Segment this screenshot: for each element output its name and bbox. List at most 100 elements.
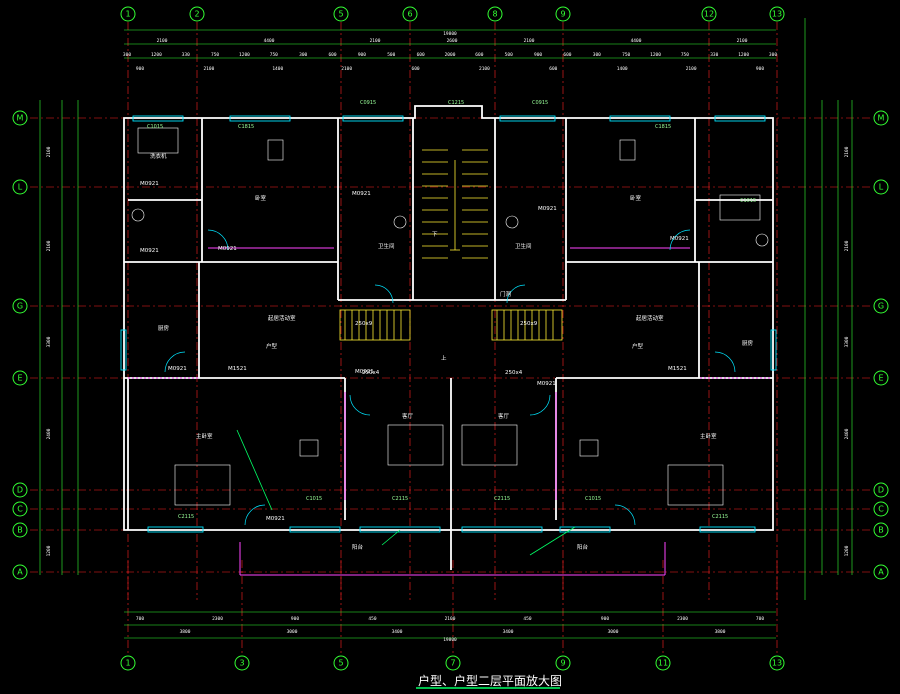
dim-top-row2: 1200 xyxy=(738,52,749,58)
room-label-kitchen-right: 厨房 xyxy=(742,339,754,347)
stair-tag: 250x4 xyxy=(362,370,380,376)
stair-tag: 250x9 xyxy=(355,321,373,327)
dim-bottom-row2: 3000 xyxy=(608,629,619,635)
room-label-bed-right-top: 卧室 xyxy=(630,194,642,202)
dim-top-row2: 1200 xyxy=(151,52,162,58)
axis-bubble-top: 8 xyxy=(487,6,503,22)
room-labels: 卧室卧室起居活动室起居活动室卫生间卫生间户型户型主卧室主卧室厨房厨房客厅客厅阳台… xyxy=(150,152,754,551)
dim-top-row3: 2100 xyxy=(203,66,214,72)
svg-text:C: C xyxy=(878,505,884,514)
door-tag: M0921 xyxy=(355,369,374,375)
axis-bubble-bottom: 9 xyxy=(555,655,571,671)
axis-bubble-right: L xyxy=(873,179,889,195)
svg-text:B: B xyxy=(17,526,23,535)
dim-bottom-row1: 450 xyxy=(523,616,531,622)
dim-top-row2: 500 xyxy=(505,52,513,58)
dim-top-row2: 500 xyxy=(387,52,395,58)
svg-text:2: 2 xyxy=(194,10,199,19)
dim-top-row1: 2100 xyxy=(370,38,381,44)
svg-text:5: 5 xyxy=(338,10,343,19)
misc-tag: 上 xyxy=(441,354,447,362)
dimension-lines xyxy=(39,18,853,639)
stair-tag: 250x4 xyxy=(505,370,523,376)
svg-text:A: A xyxy=(878,568,884,577)
window-tag-bottom: C2115 xyxy=(178,514,194,520)
dim-top-row3: 1400 xyxy=(617,66,628,72)
svg-text:D: D xyxy=(17,486,23,495)
axis-bubble-top: 6 xyxy=(402,6,418,22)
axis-bubble-top: 5 xyxy=(333,6,349,22)
door-tag: M0921 xyxy=(352,191,371,197)
svg-text:B: B xyxy=(878,526,884,535)
dim-top-row1: 2100 xyxy=(737,38,748,44)
door-tag: M1521 xyxy=(228,366,247,372)
svg-text:9: 9 xyxy=(560,659,565,668)
dim-top-row2: 600 xyxy=(417,52,425,58)
windows xyxy=(120,115,777,533)
dim-top-row2: 300 xyxy=(123,52,131,58)
svg-text:C: C xyxy=(17,505,23,514)
furniture xyxy=(131,127,769,506)
room-label-balcony-left: 阳台 xyxy=(352,543,364,551)
dim-top-row2: 600 xyxy=(475,52,483,58)
window-tag-top: C0915 xyxy=(360,100,376,106)
door-tag: M0921 xyxy=(538,206,557,212)
window-tag-top: C1215 xyxy=(448,100,464,106)
dim-top-row3: 600 xyxy=(549,66,557,72)
dim-bottom-row1: 2100 xyxy=(445,616,456,622)
dim-top-row3: 600 xyxy=(411,66,419,72)
window-tag-bottom: C1015 xyxy=(585,496,601,502)
dim-top-row3: 2100 xyxy=(686,66,697,72)
axis-bubble-top: 13 xyxy=(769,6,785,22)
dim-right: 2100 xyxy=(844,146,850,157)
misc-tag: 下 xyxy=(432,231,438,238)
axis-bubble-right: M xyxy=(873,110,889,126)
room-label-living-left: 起居活动室 xyxy=(268,314,296,322)
dim-top-row2: 330 xyxy=(182,52,190,58)
svg-text:6: 6 xyxy=(407,10,412,19)
dim-top-row2: 600 xyxy=(328,52,336,58)
dim-top-row3: 1400 xyxy=(272,66,283,72)
door-tag: M0921 xyxy=(168,366,187,372)
axis-bubble-right: D xyxy=(873,482,889,498)
dim-top-row2: 750 xyxy=(270,52,278,58)
dim-top-row2: 600 xyxy=(563,52,571,58)
axis-bubble-left: B xyxy=(12,522,28,538)
room-label-master-left: 主卧室 xyxy=(196,432,213,440)
door-tag: M0921 xyxy=(218,246,237,252)
svg-text:9: 9 xyxy=(560,10,565,19)
svg-text:1: 1 xyxy=(125,10,130,19)
dim-left: 2400 xyxy=(46,428,52,439)
dim-bottom-row1: 700 xyxy=(756,616,764,622)
axis-bubble-top: 2 xyxy=(189,6,205,22)
svg-text:13: 13 xyxy=(772,10,782,19)
svg-text:7: 7 xyxy=(450,659,455,668)
svg-text:L: L xyxy=(879,183,884,192)
dim-bottom-row1: 900 xyxy=(291,616,299,622)
door-tag: M0921 xyxy=(266,516,285,522)
window-tag-bottom: C1015 xyxy=(306,496,322,502)
total-dim-top: 19800 xyxy=(443,31,457,37)
axis-bubble-left: M xyxy=(12,110,28,126)
svg-text:11: 11 xyxy=(658,659,668,668)
dim-right: 1200 xyxy=(844,545,850,556)
stair xyxy=(339,149,563,341)
axis-bubble-right: G xyxy=(873,298,889,314)
window-tag-top: C1015 xyxy=(740,198,756,204)
dim-bottom-row2: 3800 xyxy=(180,629,191,635)
axis-bubble-bottom: 5 xyxy=(333,655,349,671)
dim-top-row1: 4400 xyxy=(264,38,275,44)
axis-bubble-bottom: 13 xyxy=(769,655,785,671)
room-label-bath-right: 卫生间 xyxy=(515,242,532,250)
dim-bottom-row1: 700 xyxy=(136,616,144,622)
axis-bubble-bottom: 1 xyxy=(120,655,136,671)
dim-top-row2: 750 xyxy=(681,52,689,58)
svg-text:G: G xyxy=(878,302,884,311)
axis-bubble-right: C xyxy=(873,501,889,517)
dim-top-row2: 900 xyxy=(534,52,542,58)
dim-bottom-row1: 900 xyxy=(601,616,609,622)
svg-text:13: 13 xyxy=(772,659,782,668)
dim-bottom-row1: 450 xyxy=(368,616,376,622)
